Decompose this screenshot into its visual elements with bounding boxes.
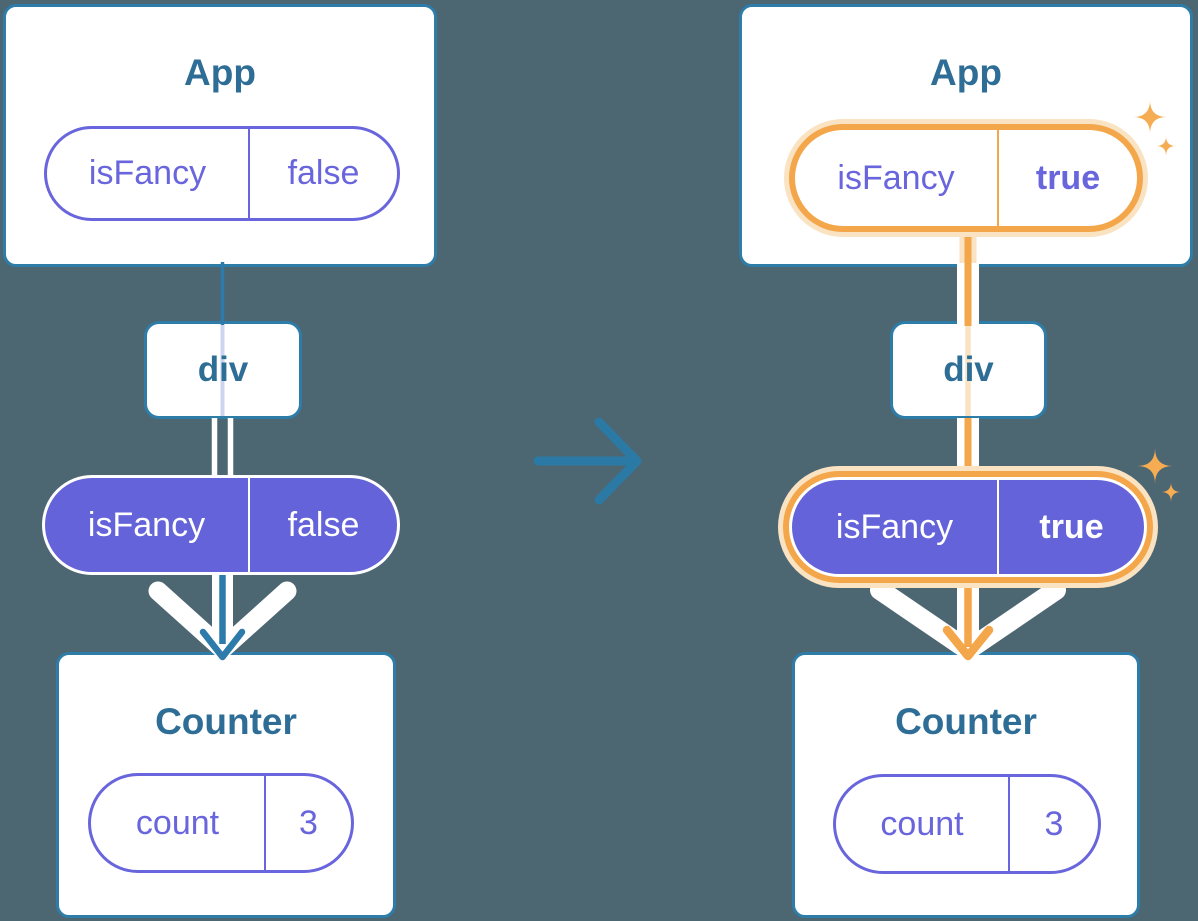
before-counter-card: [56, 652, 396, 918]
after-counter-card: [792, 652, 1140, 918]
after-app-card: [739, 4, 1193, 267]
prop-value: false: [248, 478, 397, 572]
before-div-to-prop-pipe: [211, 418, 234, 480]
before-prop-to-counter-arrow: [148, 574, 297, 661]
after-prop-to-counter-arrow: [870, 578, 1066, 661]
prop-name: isFancy: [835, 507, 954, 546]
prop-name: isFancy: [87, 505, 206, 544]
after-div-box: [890, 321, 1047, 419]
transition-arrow-icon: [533, 417, 642, 505]
prop-value: true: [997, 480, 1144, 574]
sparkle-icon: [1137, 448, 1181, 502]
before-passed-prop-pill: isFancy false: [42, 475, 400, 575]
after-passed-prop-pill: isFancy true: [789, 477, 1147, 577]
before-div-box: [144, 321, 302, 419]
before-app-card: [3, 4, 437, 267]
